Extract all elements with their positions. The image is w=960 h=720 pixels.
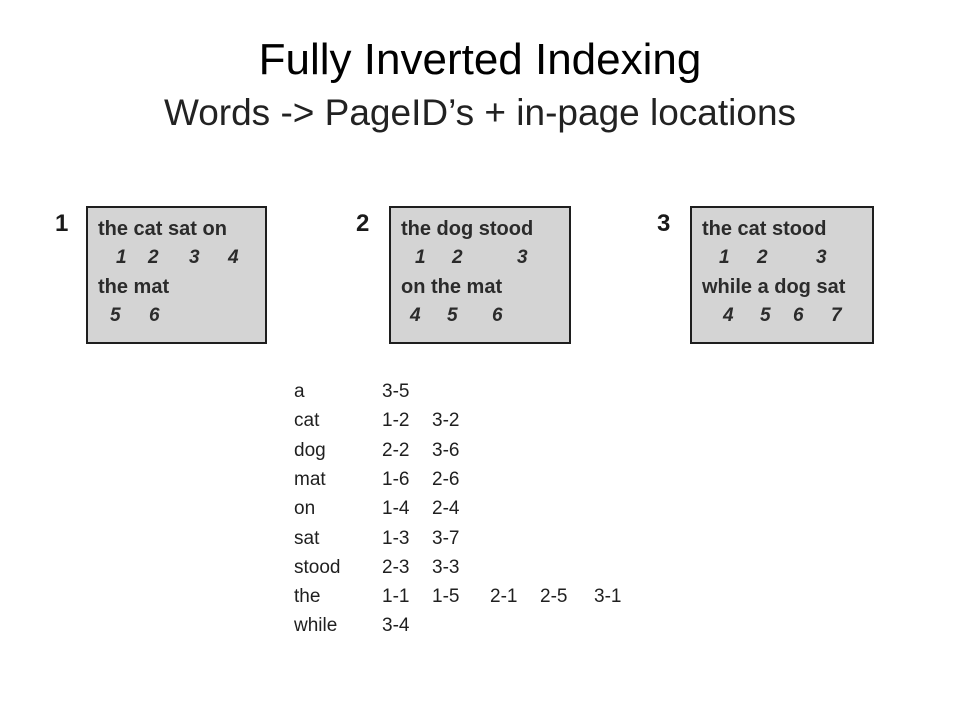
- index-location: 1-1: [382, 586, 410, 607]
- index-word: on: [294, 498, 316, 519]
- page-id-label: 3: [657, 210, 671, 237]
- word-position-number: 3: [517, 247, 528, 268]
- word-position-number: 4: [228, 247, 239, 268]
- index-location: 3-6: [432, 440, 460, 461]
- word-position-number: 2: [452, 247, 463, 268]
- index-location: 3-7: [432, 528, 460, 549]
- word-position-number: 3: [816, 247, 827, 268]
- word-position-number: 2: [148, 247, 159, 268]
- page-text-line: while a dog sat: [702, 276, 846, 298]
- word-position-number: 1: [415, 247, 426, 268]
- word-position-number: 5: [760, 305, 771, 326]
- index-location: 1-4: [382, 498, 410, 519]
- index-location: 3-2: [432, 410, 460, 431]
- index-location: 3-3: [432, 557, 460, 578]
- page-text-line: the cat sat on: [98, 218, 227, 240]
- word-position-number: 4: [723, 305, 734, 326]
- index-location: 2-4: [432, 498, 460, 519]
- index-word: cat: [294, 410, 320, 431]
- page-box: the dog stood 1 2 3 on the mat 4 5 6: [389, 206, 571, 344]
- index-location: 1-3: [382, 528, 410, 549]
- slide-subtitle: Words -> PageID’s + in-page locations: [163, 92, 797, 133]
- word-position-number: 1: [719, 247, 730, 268]
- word-position-number: 6: [149, 305, 160, 326]
- index-location: 2-6: [432, 469, 460, 490]
- index-word: mat: [294, 469, 326, 490]
- page-text-line: on the mat: [401, 276, 503, 298]
- index-location: 3-1: [594, 586, 622, 607]
- index-word: stood: [294, 557, 341, 578]
- page-box: the cat stood 1 2 3 while a dog sat 4 5 6 7: [690, 206, 874, 344]
- index-word: sat: [294, 528, 320, 549]
- page-text-line: the dog stood: [401, 218, 534, 240]
- word-position-number: 1: [116, 247, 127, 268]
- index-word: a: [294, 381, 305, 402]
- word-position-number: 7: [831, 305, 842, 326]
- index-location: 3-4: [382, 615, 410, 636]
- word-position-number: 6: [492, 305, 503, 326]
- page-text-line: the mat: [98, 276, 170, 298]
- word-position-number: 5: [447, 305, 458, 326]
- index-word: while: [294, 615, 338, 636]
- index-location: 2-2: [382, 440, 410, 461]
- page-id-label: 2: [356, 210, 370, 237]
- title-block: Fully Inverted Indexing Words -> PageID’…: [0, 34, 960, 136]
- index-location: 3-5: [382, 381, 410, 402]
- index-location: 1-2: [382, 410, 410, 431]
- index-word: dog: [294, 440, 326, 461]
- word-position-number: 3: [189, 247, 200, 268]
- word-position-number: 2: [757, 247, 768, 268]
- page-id-label: 1: [55, 210, 69, 237]
- index-location: 2-5: [540, 586, 568, 607]
- slide-title: Fully Inverted Indexing: [258, 35, 702, 84]
- word-position-number: 4: [410, 305, 421, 326]
- word-position-number: 6: [793, 305, 804, 326]
- page-text-line: the cat stood: [702, 218, 827, 240]
- word-position-number: 5: [110, 305, 121, 326]
- index-location: 1-5: [432, 586, 460, 607]
- index-location: 1-6: [382, 469, 410, 490]
- index-word: the: [294, 586, 321, 607]
- index-location: 2-1: [490, 586, 518, 607]
- index-location: 2-3: [382, 557, 410, 578]
